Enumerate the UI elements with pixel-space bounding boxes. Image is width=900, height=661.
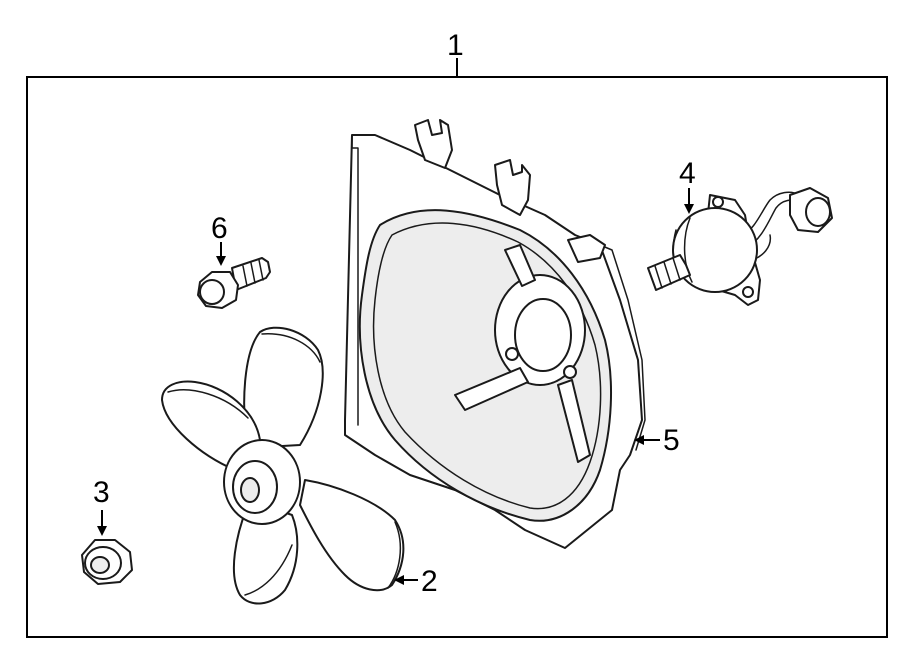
callout-6[interactable]: 6 (211, 212, 228, 266)
callout-4[interactable]: 4 (679, 157, 696, 214)
callout-3[interactable]: 3 (93, 476, 110, 536)
fan-shroud[interactable] (344, 119, 646, 549)
callout-6-label: 6 (211, 212, 228, 245)
callout-2[interactable]: 2 (394, 565, 438, 598)
callout-2-label: 2 (421, 565, 438, 598)
fan-blade[interactable] (161, 326, 405, 605)
callout-1-label: 1 (447, 29, 464, 62)
nut[interactable] (81, 539, 133, 585)
callout-1[interactable]: 1 (447, 29, 464, 77)
bolt[interactable] (197, 257, 271, 309)
fan-motor[interactable] (647, 187, 833, 306)
callout-5[interactable]: 5 (634, 424, 680, 457)
callout-3-label: 3 (93, 476, 110, 509)
callout-5-label: 5 (663, 424, 680, 457)
callout-4-label: 4 (679, 157, 696, 190)
